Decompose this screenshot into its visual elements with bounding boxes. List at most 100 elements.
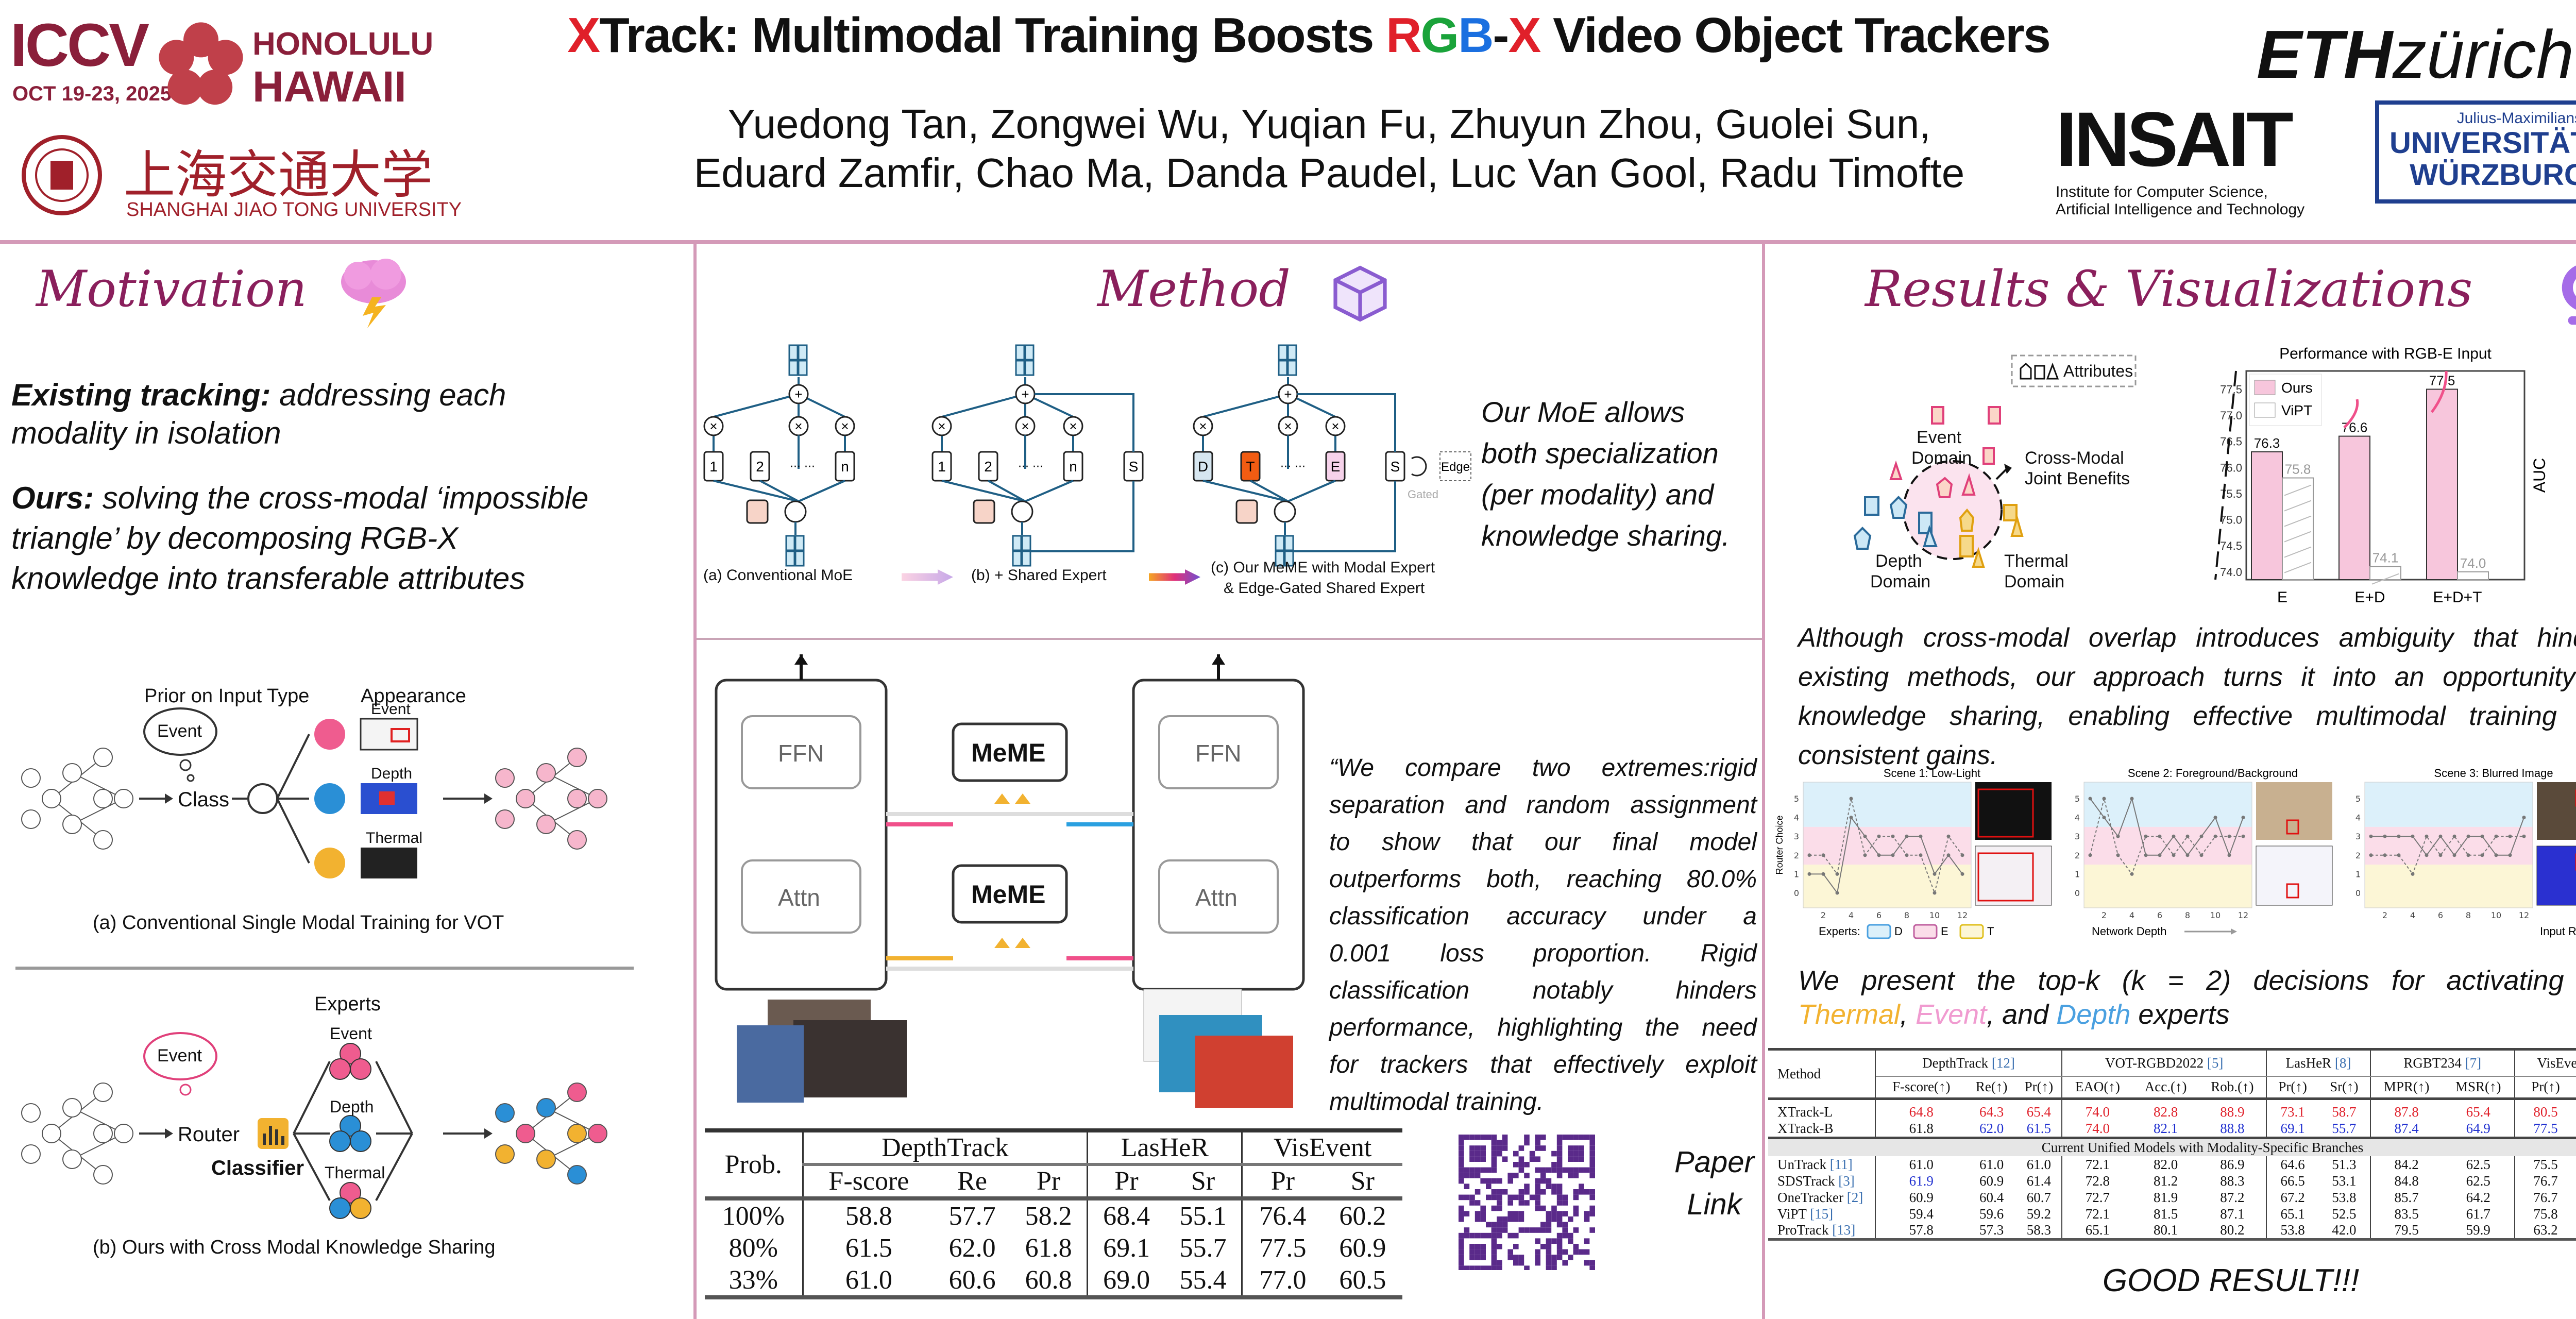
router-point (2383, 853, 2387, 857)
qr-module (1540, 1145, 1546, 1151)
existing-tracking-text: Existing tracking: addressing each modal… (11, 378, 506, 450)
token-grid-icon (1278, 360, 1288, 376)
value-cell: 76.4 (1259, 1201, 1307, 1231)
expert-label: 2 (756, 459, 764, 475)
qr-module (1513, 1260, 1519, 1266)
router-point (2480, 834, 2484, 838)
method-name: XTrack-L (1768, 1104, 1876, 1121)
quote-line: outperforms both, reaching 80.0% (1329, 866, 1757, 893)
qr-module (1556, 1156, 1563, 1162)
connection-line (1202, 480, 1289, 502)
dataset-header: DepthTrack [12] (1875, 1049, 2063, 1077)
router-point (1946, 834, 1951, 838)
qr-module (1475, 1200, 1481, 1206)
y-tick-label: 5 (1794, 794, 1799, 804)
wuerzburg-logo: Julius-Maximilians- UNIVERSITÄT WÜRZBURG (2375, 100, 2576, 204)
qr-module (1464, 1194, 1470, 1200)
y-tick-label: 74.5 (2220, 539, 2242, 552)
token-grid-icon (1015, 344, 1025, 361)
qr-module (1491, 1227, 1497, 1233)
metric-header: MPR(↑) (2383, 1079, 2430, 1095)
router-point (2383, 834, 2387, 838)
qr-module (1562, 1222, 1568, 1228)
bar-hatch (2371, 573, 2399, 585)
x-tick-label: E+D (2354, 589, 2385, 606)
operator-label: × (841, 418, 849, 434)
poster-title: XTrack: Multimodal Training Boosts RGB-X… (567, 8, 2051, 63)
qr-module (1486, 1167, 1492, 1173)
qr-module (1502, 1140, 1508, 1146)
token-grid-icon (794, 535, 805, 551)
qr-module (1469, 1249, 1475, 1255)
qr-module (1562, 1227, 1568, 1233)
quote-line: 0.001 loss proportion. Rigid (1329, 940, 1757, 967)
qr-module (1480, 1249, 1486, 1255)
qr-module (1568, 1255, 1573, 1260)
qr-module (1556, 1173, 1563, 1178)
webcam-icon (2562, 265, 2576, 325)
connection-line (759, 480, 799, 502)
qr-module (1513, 1194, 1519, 1200)
qr-module (1556, 1238, 1563, 1244)
router-icon (1011, 500, 1033, 523)
legend-label: D (1894, 925, 1903, 938)
qr-module (1480, 1255, 1486, 1260)
qr-module (1551, 1151, 1557, 1157)
qr-module (1513, 1255, 1519, 1260)
qr-module (1486, 1232, 1492, 1239)
paper-qr-code[interactable] (1455, 1134, 1600, 1270)
qr-module (1475, 1189, 1481, 1195)
connection-line (988, 480, 1026, 502)
router-line-top-1 (1809, 816, 1963, 894)
y-tick-label: 75.0 (2220, 514, 2242, 527)
qr-module (1513, 1211, 1519, 1216)
connection-line (1025, 480, 1074, 502)
qr-module (1459, 1151, 1464, 1157)
qr-module (1491, 1135, 1497, 1140)
qr-module (1513, 1216, 1519, 1222)
operator-label: × (1021, 418, 1029, 434)
plot-frame (1803, 782, 1972, 908)
x-tick-label: 12 (1957, 910, 1968, 920)
qr-module (1535, 1135, 1540, 1140)
qr-module (1475, 1255, 1481, 1260)
qr-module (1475, 1145, 1481, 1151)
qr-module (1535, 1140, 1540, 1146)
qr-module (1513, 1162, 1519, 1168)
qr-module (1524, 1200, 1530, 1206)
value-cell: 80.2 (2198, 1222, 2267, 1240)
value-cell: 58.2 (1010, 1198, 1089, 1231)
event-frame-image (2536, 845, 2576, 906)
x-tick-label: 10 (2210, 910, 2221, 920)
qr-module (1491, 1222, 1497, 1228)
qr-module (1459, 1205, 1464, 1211)
connection-line (713, 480, 799, 502)
value-cell: 51.3 (2318, 1156, 2371, 1173)
router-line-top-2 (2090, 798, 2243, 875)
band-thermal (1803, 865, 1971, 908)
qr-module (1540, 1135, 1546, 1140)
router-point (2172, 853, 2176, 857)
qr-module (1480, 1211, 1486, 1216)
column-header: Pr (1010, 1164, 1089, 1198)
router-point (2185, 834, 2190, 838)
qr-module (1459, 1145, 1464, 1151)
router-point (1946, 853, 1951, 857)
token-grid-icon (1021, 550, 1031, 567)
value-cell: 62.5 (2442, 1173, 2515, 1189)
shared-expert-path (1293, 393, 1396, 552)
legend-label: E (1941, 925, 1948, 938)
qr-module (1551, 1162, 1557, 1168)
qr-module (1469, 1151, 1475, 1157)
metric-header: Pr(↑) (2531, 1079, 2560, 1095)
qr-module (1459, 1211, 1464, 1216)
qr-module (1518, 1211, 1524, 1216)
qr-module (1551, 1260, 1557, 1266)
y-tick-label: 4 (2075, 813, 2080, 823)
qr-module (1513, 1232, 1519, 1239)
operator-label: × (1331, 418, 1339, 434)
qr-module (1480, 1156, 1486, 1162)
